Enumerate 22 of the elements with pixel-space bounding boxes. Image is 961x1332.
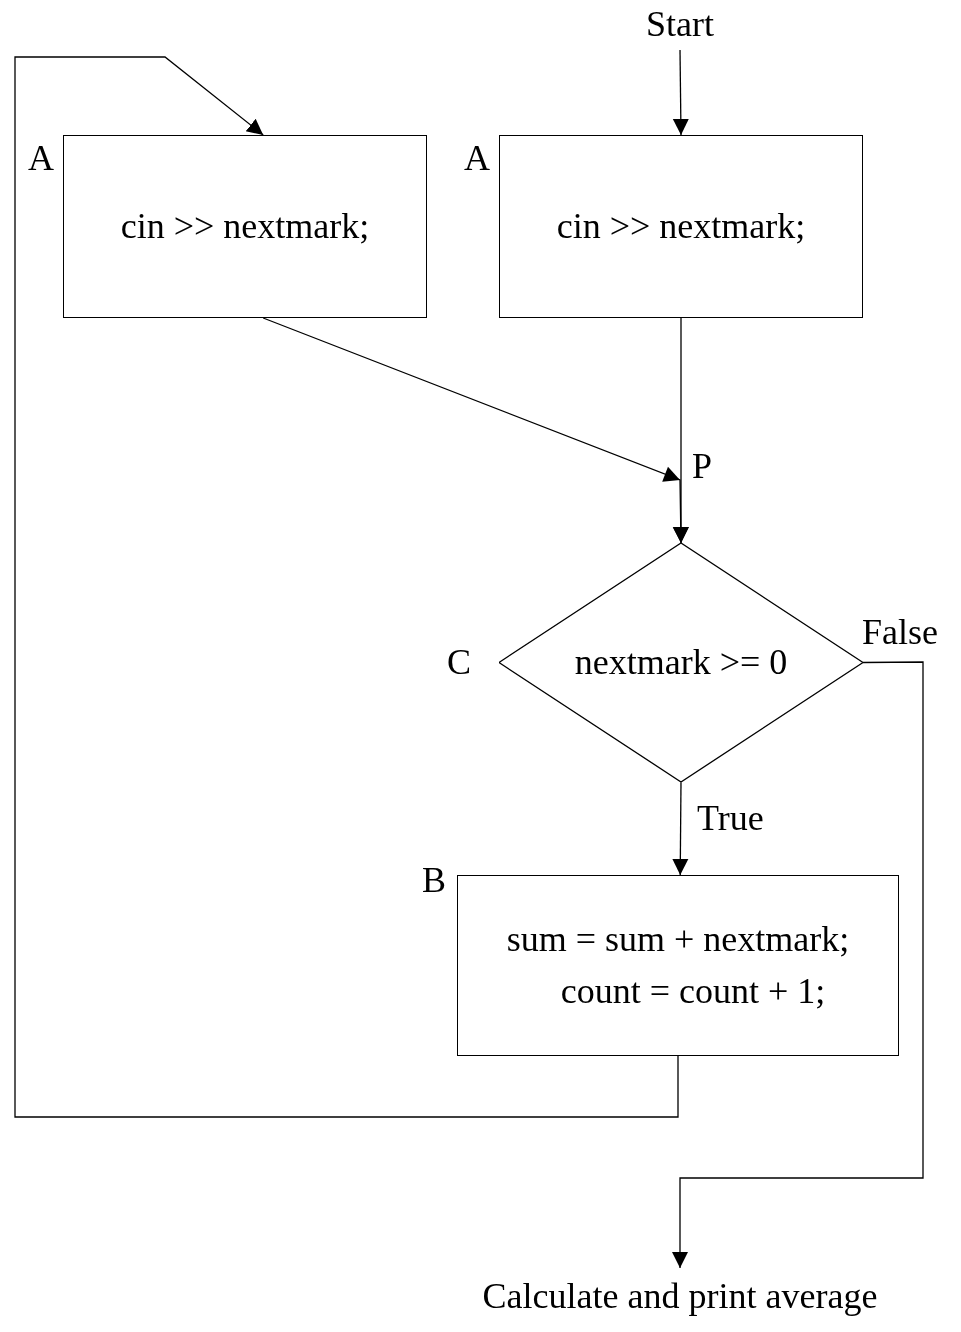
- process-box: [457, 875, 899, 1056]
- arrow: [672, 49, 689, 136]
- code-text: cin >> nextmark;: [556, 206, 806, 247]
- process-box: [499, 135, 863, 318]
- node-letter: C: [447, 644, 471, 680]
- junction-label: P: [692, 448, 713, 484]
- code-text: cin >> nextmark;: [120, 206, 370, 247]
- arrow: [14, 56, 679, 1118]
- edge-label: True: [697, 800, 764, 836]
- terminal-text: Calculate and print average: [482, 1277, 878, 1317]
- arrow: [672, 661, 924, 1269]
- code-text: count = count + 1;: [560, 971, 826, 1012]
- edge-label: False: [862, 614, 938, 650]
- process-box: [63, 135, 427, 318]
- arrow: [672, 781, 689, 876]
- node-letter: A: [28, 140, 54, 176]
- node-letter: B: [422, 862, 446, 898]
- code-text: sum = sum + nextmark;: [506, 919, 850, 960]
- node-letter: A: [464, 140, 490, 176]
- terminal-text: Start: [646, 5, 714, 45]
- arrow: [673, 317, 689, 544]
- code-text: nextmark >= 0: [574, 642, 788, 683]
